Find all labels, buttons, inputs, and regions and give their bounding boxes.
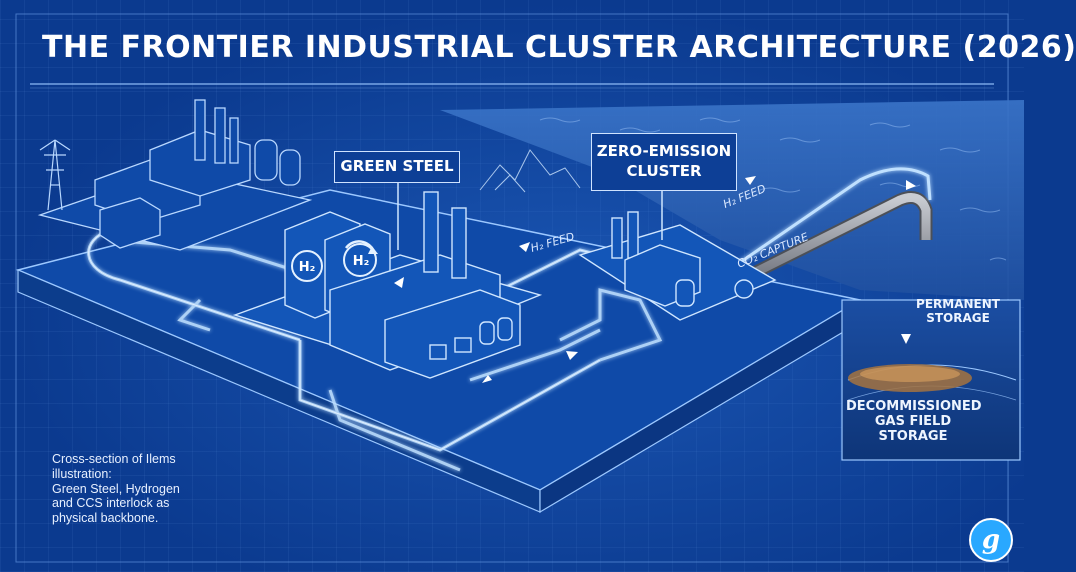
brand-logo-glyph: g bbox=[981, 525, 1001, 555]
caption-line3: Green Steel, Hydrogen bbox=[52, 481, 180, 496]
flow-arrows bbox=[394, 176, 916, 383]
h2-tank-right-mark: H₂ bbox=[353, 254, 370, 269]
green-steel-label: GREEN STEEL bbox=[334, 151, 460, 183]
gas-field-line1: DECOMMISSIONED bbox=[846, 399, 982, 414]
caption-line2: illustration: bbox=[52, 466, 112, 481]
gas-field-storage-label: DECOMMISSIONED GAS FIELD STORAGE bbox=[846, 399, 982, 445]
permanent-storage-label: PERMANENT STORAGE bbox=[908, 297, 1008, 326]
zero-emission-hub bbox=[578, 211, 777, 321]
h2-tank-left-icon bbox=[291, 250, 323, 282]
green-steel-plant bbox=[232, 191, 543, 379]
gas-field-line3: STORAGE bbox=[878, 428, 948, 444]
pylon-icon bbox=[39, 139, 71, 211]
zero-emission-label: ZERO-EMISSION CLUSTER bbox=[591, 133, 737, 191]
green-steel-label-text: GREEN STEEL bbox=[340, 157, 454, 175]
caption-line1: Cross-section of Ilems bbox=[52, 452, 176, 466]
h2-tank-left-mark: H₂ bbox=[299, 260, 316, 275]
gas-field-line2: GAS FIELD bbox=[874, 413, 952, 429]
zero-emission-label-line1: ZERO-EMISSION bbox=[596, 142, 732, 160]
illustration-caption: Cross-section of Ilems illustration: Gre… bbox=[52, 452, 222, 526]
hills-sketch bbox=[479, 149, 581, 193]
sea-area bbox=[440, 100, 1024, 300]
co2-offshore-pipe bbox=[697, 167, 933, 360]
left-factory bbox=[37, 99, 313, 251]
permanent-storage-line1: PERMANENT bbox=[916, 297, 1000, 311]
page-title: THE FRONTIER INDUSTRIAL CLUSTER ARCHITEC… bbox=[42, 30, 1076, 65]
caption-line5: physical backbone. bbox=[52, 511, 159, 525]
subsurface-block bbox=[841, 299, 1021, 461]
cluster-illustration: H₂ H₂ bbox=[15, 13, 1024, 563]
brand-logo-icon: g bbox=[969, 518, 1013, 562]
permanent-storage-line2: STORAGE bbox=[926, 310, 990, 325]
h2-tank-right-icon bbox=[343, 240, 378, 277]
caption-line4: and CCS interlock as bbox=[52, 496, 170, 511]
zero-emission-label-line2: CLUSTER bbox=[626, 162, 702, 180]
